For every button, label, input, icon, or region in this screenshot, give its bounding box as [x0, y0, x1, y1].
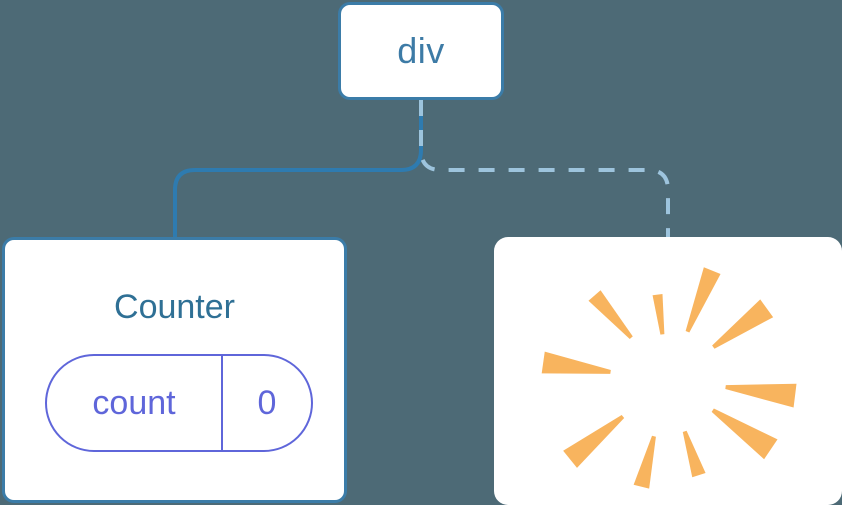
starburst-icon: [541, 267, 797, 489]
starburst-ray-1: [685, 267, 721, 333]
starburst-ray-8: [711, 408, 778, 460]
node-div[interactable]: div: [338, 2, 504, 100]
starburst-ray-7: [682, 430, 706, 478]
starburst-ray-9: [725, 383, 797, 408]
node-div-label: div: [397, 30, 445, 71]
state-pill[interactable]: count 0: [45, 354, 313, 452]
starburst-ray-5: [563, 414, 625, 468]
node-counter-title: Counter: [114, 288, 235, 326]
node-counter[interactable]: Counter count 0: [2, 237, 347, 503]
edge-div-to-counter: [173, 98, 423, 241]
starburst-ray-6: [633, 435, 656, 489]
edge-div-to-burst: [419, 100, 670, 239]
starburst-ray-2: [652, 294, 665, 335]
node-burst[interactable]: [494, 237, 842, 505]
state-key: count: [47, 356, 223, 450]
starburst-ray-3: [588, 290, 633, 340]
starburst-ray-4: [541, 351, 611, 374]
state-value: 0: [257, 384, 277, 422]
starburst-ray-10: [712, 299, 774, 349]
